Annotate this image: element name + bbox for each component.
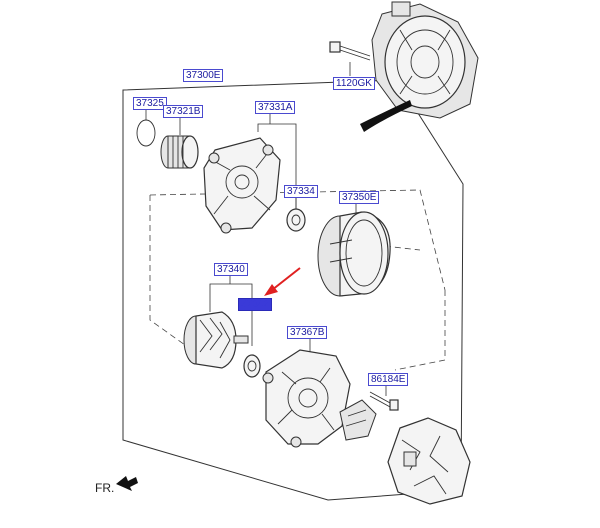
label-86184E[interactable]: 86184E: [368, 373, 409, 386]
label-37321B[interactable]: 37321B: [163, 105, 204, 118]
pulley-part: [160, 116, 199, 169]
regulator-part: [339, 399, 377, 441]
rear-bracket-part: [262, 337, 351, 448]
stator-part: [317, 202, 391, 297]
installed-alternator-image: [360, 1, 479, 132]
label-1120GK[interactable]: 1120GK: [333, 77, 375, 90]
rotor-part: [183, 274, 253, 369]
bolt-part: [329, 41, 371, 76]
guide-line-right: [394, 290, 446, 371]
ring-part: [136, 109, 156, 147]
label-37300E[interactable]: 37300E: [183, 69, 224, 82]
label-37350E[interactable]: 37350E: [339, 191, 380, 204]
label-37367B[interactable]: 37367B: [287, 326, 328, 339]
label-37325[interactable]: 37325: [133, 97, 167, 110]
guide-line-left: [149, 195, 186, 346]
front-bracket-part: [203, 112, 297, 234]
screw-part: [369, 384, 399, 411]
label-37342-selected[interactable]: 37342: [238, 298, 272, 311]
front-direction-label: FR.: [95, 481, 115, 495]
guide-line-rear: [374, 244, 421, 251]
guide-line-top: [149, 189, 446, 291]
pointer-arrow: [264, 267, 301, 296]
front-direction-arrow-icon: [116, 476, 138, 491]
rear-bearing-part: [243, 354, 261, 378]
label-37334[interactable]: 37334: [284, 185, 318, 198]
rear-cover-part: [387, 417, 471, 505]
label-37331A[interactable]: 37331A: [255, 101, 296, 114]
front-bearing-part: [286, 198, 306, 232]
label-37340[interactable]: 37340: [214, 263, 248, 276]
